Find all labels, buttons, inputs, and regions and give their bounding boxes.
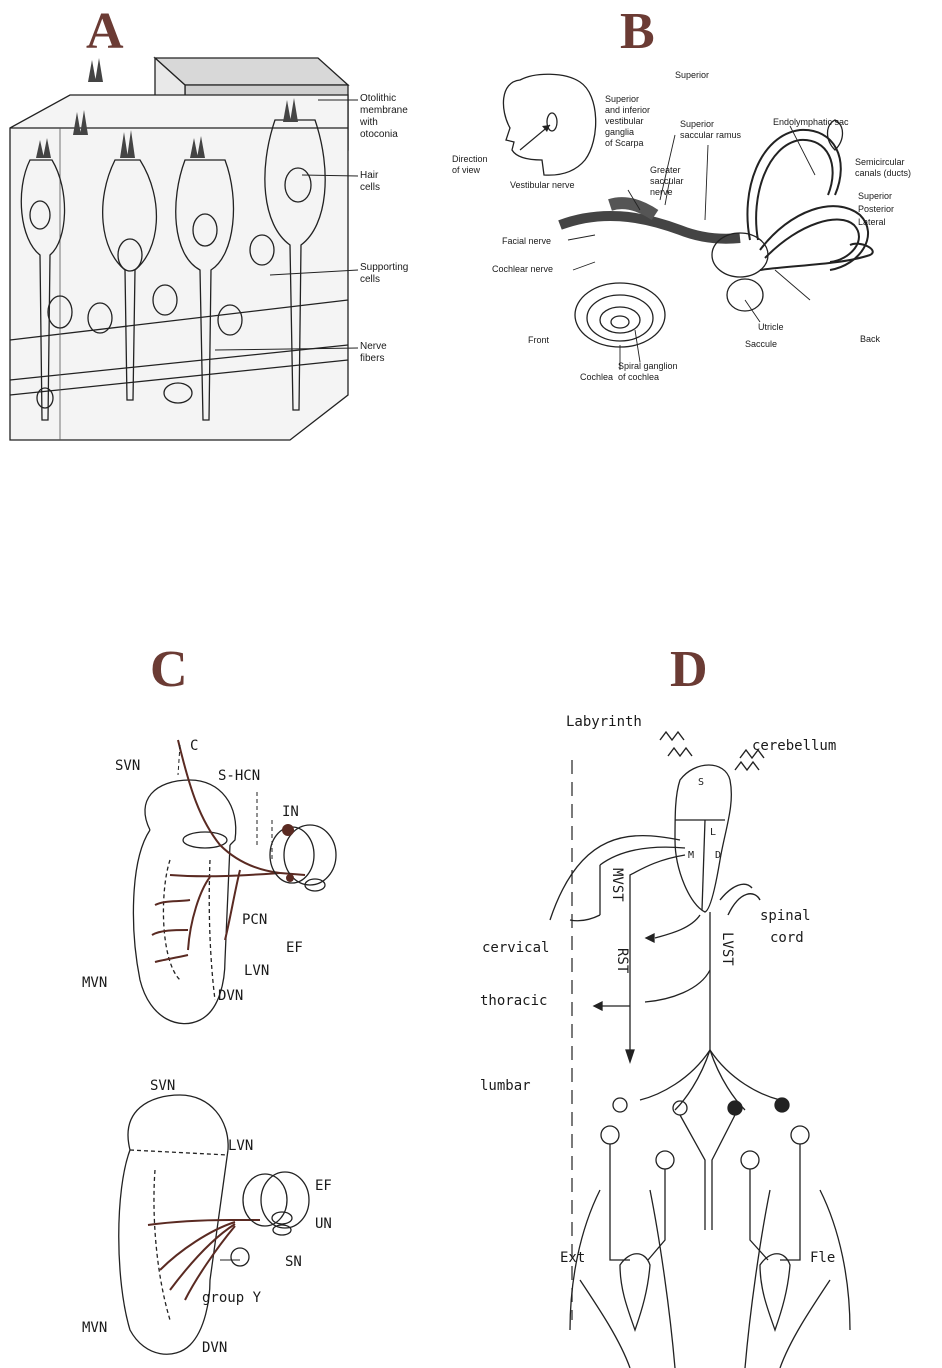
label-lumbar: lumbar (480, 1078, 531, 1094)
label-vestibular-nerve: Vestibular nerve (510, 180, 575, 190)
panel-c: C (60, 630, 400, 1368)
label-direction-2: of view (452, 165, 481, 175)
utricle-saccule (712, 233, 768, 311)
label-l: L (710, 827, 716, 838)
label-bottom-dvn: DVN (202, 1340, 227, 1356)
label-cochlear-nerve: Cochlear nerve (492, 264, 553, 274)
label-ext: Ext (560, 1250, 585, 1266)
label-greater-1: Greater (650, 165, 681, 175)
label-saccular-ramus-1: Superior (680, 119, 714, 129)
label-saccular-ramus-2: saccular ramus (680, 130, 742, 140)
label-nerve-1: Nerve (360, 341, 387, 352)
bottom-nuclei-figure (119, 1095, 309, 1354)
label-supporting-1: Supporting (360, 262, 408, 273)
label-semicircular-lateral: Lateral (858, 217, 886, 227)
label-ganglia-3: vestibular (605, 116, 644, 126)
label-endolymphatic: Endolymphatic sac (773, 117, 849, 127)
vestibular-nerve-trunk (560, 203, 740, 239)
label-m: M (688, 850, 694, 861)
label-cervical: cervical (482, 940, 549, 956)
label-d: D (715, 850, 721, 861)
panel-d-labels: Labyrinth cerebellum S L M D MVST spinal… (480, 714, 836, 1266)
label-top-svn: SVN (115, 758, 140, 774)
hair-cell-epithelium-illustration: Otolithic membrane with otoconia Hair ce… (0, 0, 460, 470)
label-spinal-2: cord (770, 930, 804, 946)
label-s-hcn: S-HCN (218, 768, 260, 784)
label-rst: RST (614, 948, 630, 974)
label-bottom-lvn: LVN (228, 1138, 253, 1154)
label-otolithic-3: with (359, 117, 378, 128)
label-otolithic-4: otoconia (360, 129, 398, 140)
label-labyrinth: Labyrinth (566, 714, 642, 730)
label-semicircular-1: Semicircular (855, 157, 905, 167)
label-ganglia-4: ganglia (605, 127, 634, 137)
label-thoracic: thoracic (480, 993, 547, 1009)
label-otolithic-1: Otolithic (360, 93, 396, 104)
vestibular-nuclei-diagram: C SVN S-HCN IN PCN EF MVN LVN DVN (60, 630, 400, 1368)
label-semicircular-posterior: Posterior (858, 204, 894, 214)
label-bottom-ef: EF (315, 1178, 332, 1194)
label-group-y: group Y (202, 1290, 262, 1306)
label-greater-3: nerve (650, 187, 673, 197)
label-s: S (698, 777, 704, 788)
epithelium-block (10, 95, 348, 440)
label-top-dvn: DVN (218, 988, 243, 1004)
label-superior: Superior (675, 70, 709, 80)
panel-b: B (440, 0, 940, 400)
label-spiral-2: of cochlea (618, 372, 659, 382)
label-supporting-2: cells (360, 274, 380, 285)
label-top-lvn: LVN (244, 963, 269, 979)
label-semicircular-superior: Superior (858, 191, 892, 201)
inner-ear-labyrinth-illustration: Superior Superior and inferior vestibula… (440, 0, 940, 400)
label-in: IN (282, 804, 299, 820)
label-lvst: LVST (719, 932, 735, 966)
label-pcn: PCN (242, 912, 267, 928)
label-back: Back (860, 334, 881, 344)
vestibulospinal-pathways-diagram: Labyrinth cerebellum S L M D MVST spinal… (470, 630, 940, 1368)
semicircular-canals (747, 130, 872, 270)
label-ganglia-1: Superior (605, 94, 639, 104)
label-bottom-mvn: MVN (82, 1320, 107, 1336)
label-ganglia-5: of Scarpa (605, 138, 644, 148)
label-top-mvn: MVN (82, 975, 107, 991)
label-bottom-un: UN (315, 1216, 332, 1232)
label-saccule: Saccule (745, 339, 777, 349)
label-greater-2: saccular (650, 176, 684, 186)
label-cochlea: Cochlea (580, 372, 613, 382)
label-utricle: Utricle (758, 322, 784, 332)
label-bottom-sn: SN (285, 1254, 302, 1270)
label-nerve-2: fibers (360, 353, 384, 364)
label-top-ef: EF (286, 940, 303, 956)
panel-b-leader-lines (568, 126, 815, 370)
label-cerebellum: cerebellum (752, 738, 836, 754)
label-semicircular-2: canals (ducts) (855, 168, 911, 178)
label-spiral-1: Spiral ganglion (618, 361, 678, 371)
label-front: Front (528, 335, 550, 345)
label-bottom-svn: SVN (150, 1078, 175, 1094)
cochlea (575, 283, 665, 347)
label-facial-nerve: Facial nerve (502, 236, 551, 246)
panel-d: D (470, 630, 940, 1368)
panel-a: A (0, 0, 460, 470)
label-mvst: MVST (609, 868, 625, 902)
label-fle: Fle (810, 1250, 835, 1266)
label-hair-2: cells (360, 182, 380, 193)
label-ganglia-2: and inferior (605, 105, 650, 115)
label-otolithic-2: membrane (360, 105, 408, 116)
label-hair-1: Hair (360, 170, 379, 181)
label-spinal-1: spinal (760, 908, 811, 924)
label-c: C (190, 738, 198, 754)
panel-a-labels: Otolithic membrane with otoconia Hair ce… (359, 93, 408, 364)
label-direction-1: Direction (452, 154, 488, 164)
